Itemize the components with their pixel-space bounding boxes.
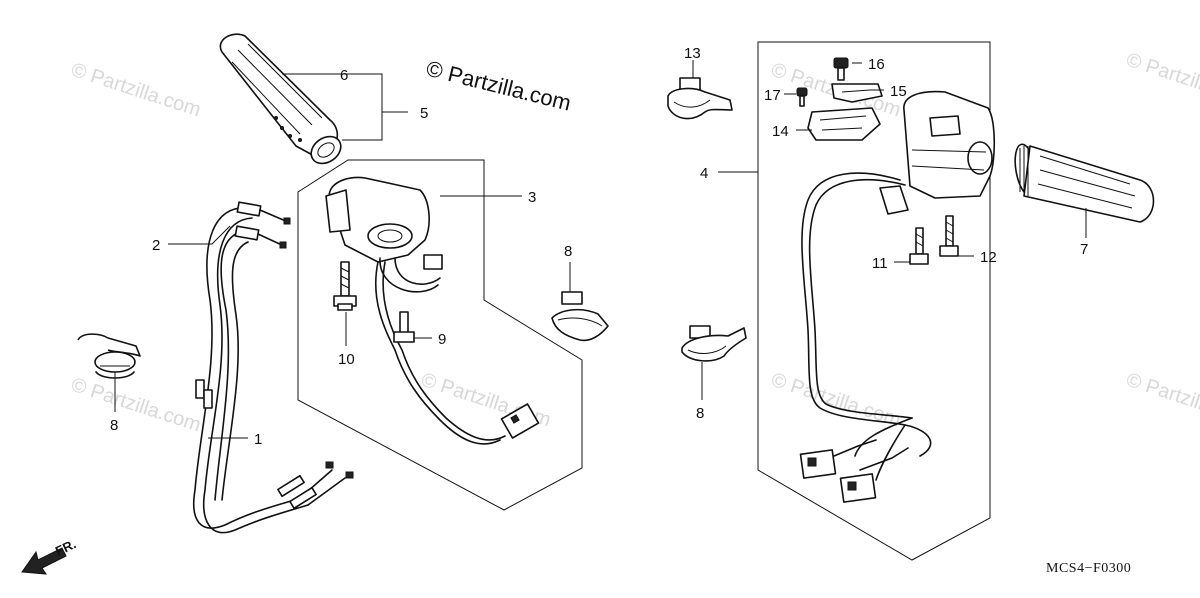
front-direction-arrow: FR.	[21, 536, 78, 575]
right-switch-housing	[799, 90, 996, 503]
callout-8: 8	[564, 243, 572, 260]
left-switch-housing	[325, 176, 540, 445]
screw-12	[939, 215, 959, 257]
callout-1: 1	[254, 431, 262, 448]
callout-8: 8	[696, 405, 704, 422]
left-grip	[219, 33, 342, 165]
cable-clip-13	[667, 77, 733, 120]
assembly-box-right	[757, 41, 991, 561]
cable-tie-mid	[551, 291, 609, 342]
diagram-code: MCS4−F0300	[1046, 561, 1131, 576]
watermark: © Partzilla.com	[1123, 49, 1200, 112]
copyright-label: © Partzilla.com	[424, 56, 574, 116]
callout-12: 12	[980, 249, 997, 266]
watermark: © Partzilla.com	[68, 374, 203, 437]
assembly-box-left	[297, 159, 583, 511]
screw-17	[796, 87, 808, 107]
screw-9	[393, 311, 415, 343]
callout-17: 17	[764, 87, 781, 104]
screw-10	[333, 261, 357, 311]
callout-7: 7	[1080, 241, 1088, 258]
callout-3: 3	[528, 189, 536, 206]
callout-15: 15	[890, 83, 907, 100]
throttle-cables	[193, 201, 354, 534]
cable-tie-right	[681, 325, 747, 362]
callout-8: 8	[110, 417, 118, 434]
callout-10: 10	[338, 351, 355, 368]
watermark: © Partzilla.com	[68, 59, 203, 122]
callout-5: 5	[420, 105, 428, 122]
right-grip	[1014, 143, 1155, 223]
bracket-15	[831, 83, 883, 103]
screw-16	[833, 57, 849, 81]
callout-2: 2	[152, 237, 160, 254]
callout-13: 13	[684, 45, 701, 62]
cable-clip-left	[77, 333, 141, 379]
callout-16: 16	[868, 56, 885, 73]
callout-14: 14	[772, 123, 789, 140]
watermark: © Partzilla.com	[1123, 369, 1200, 432]
bracket-14	[807, 107, 881, 141]
front-label: FR.	[53, 536, 78, 558]
callout-11: 11	[872, 255, 888, 272]
callout-4: 4	[700, 165, 708, 182]
screw-11	[909, 227, 929, 265]
callout-6: 6	[340, 67, 348, 84]
watermark-layer: © Partzilla.com © Partzilla.com © Partzi…	[68, 49, 1200, 437]
callout-9: 9	[438, 331, 446, 348]
